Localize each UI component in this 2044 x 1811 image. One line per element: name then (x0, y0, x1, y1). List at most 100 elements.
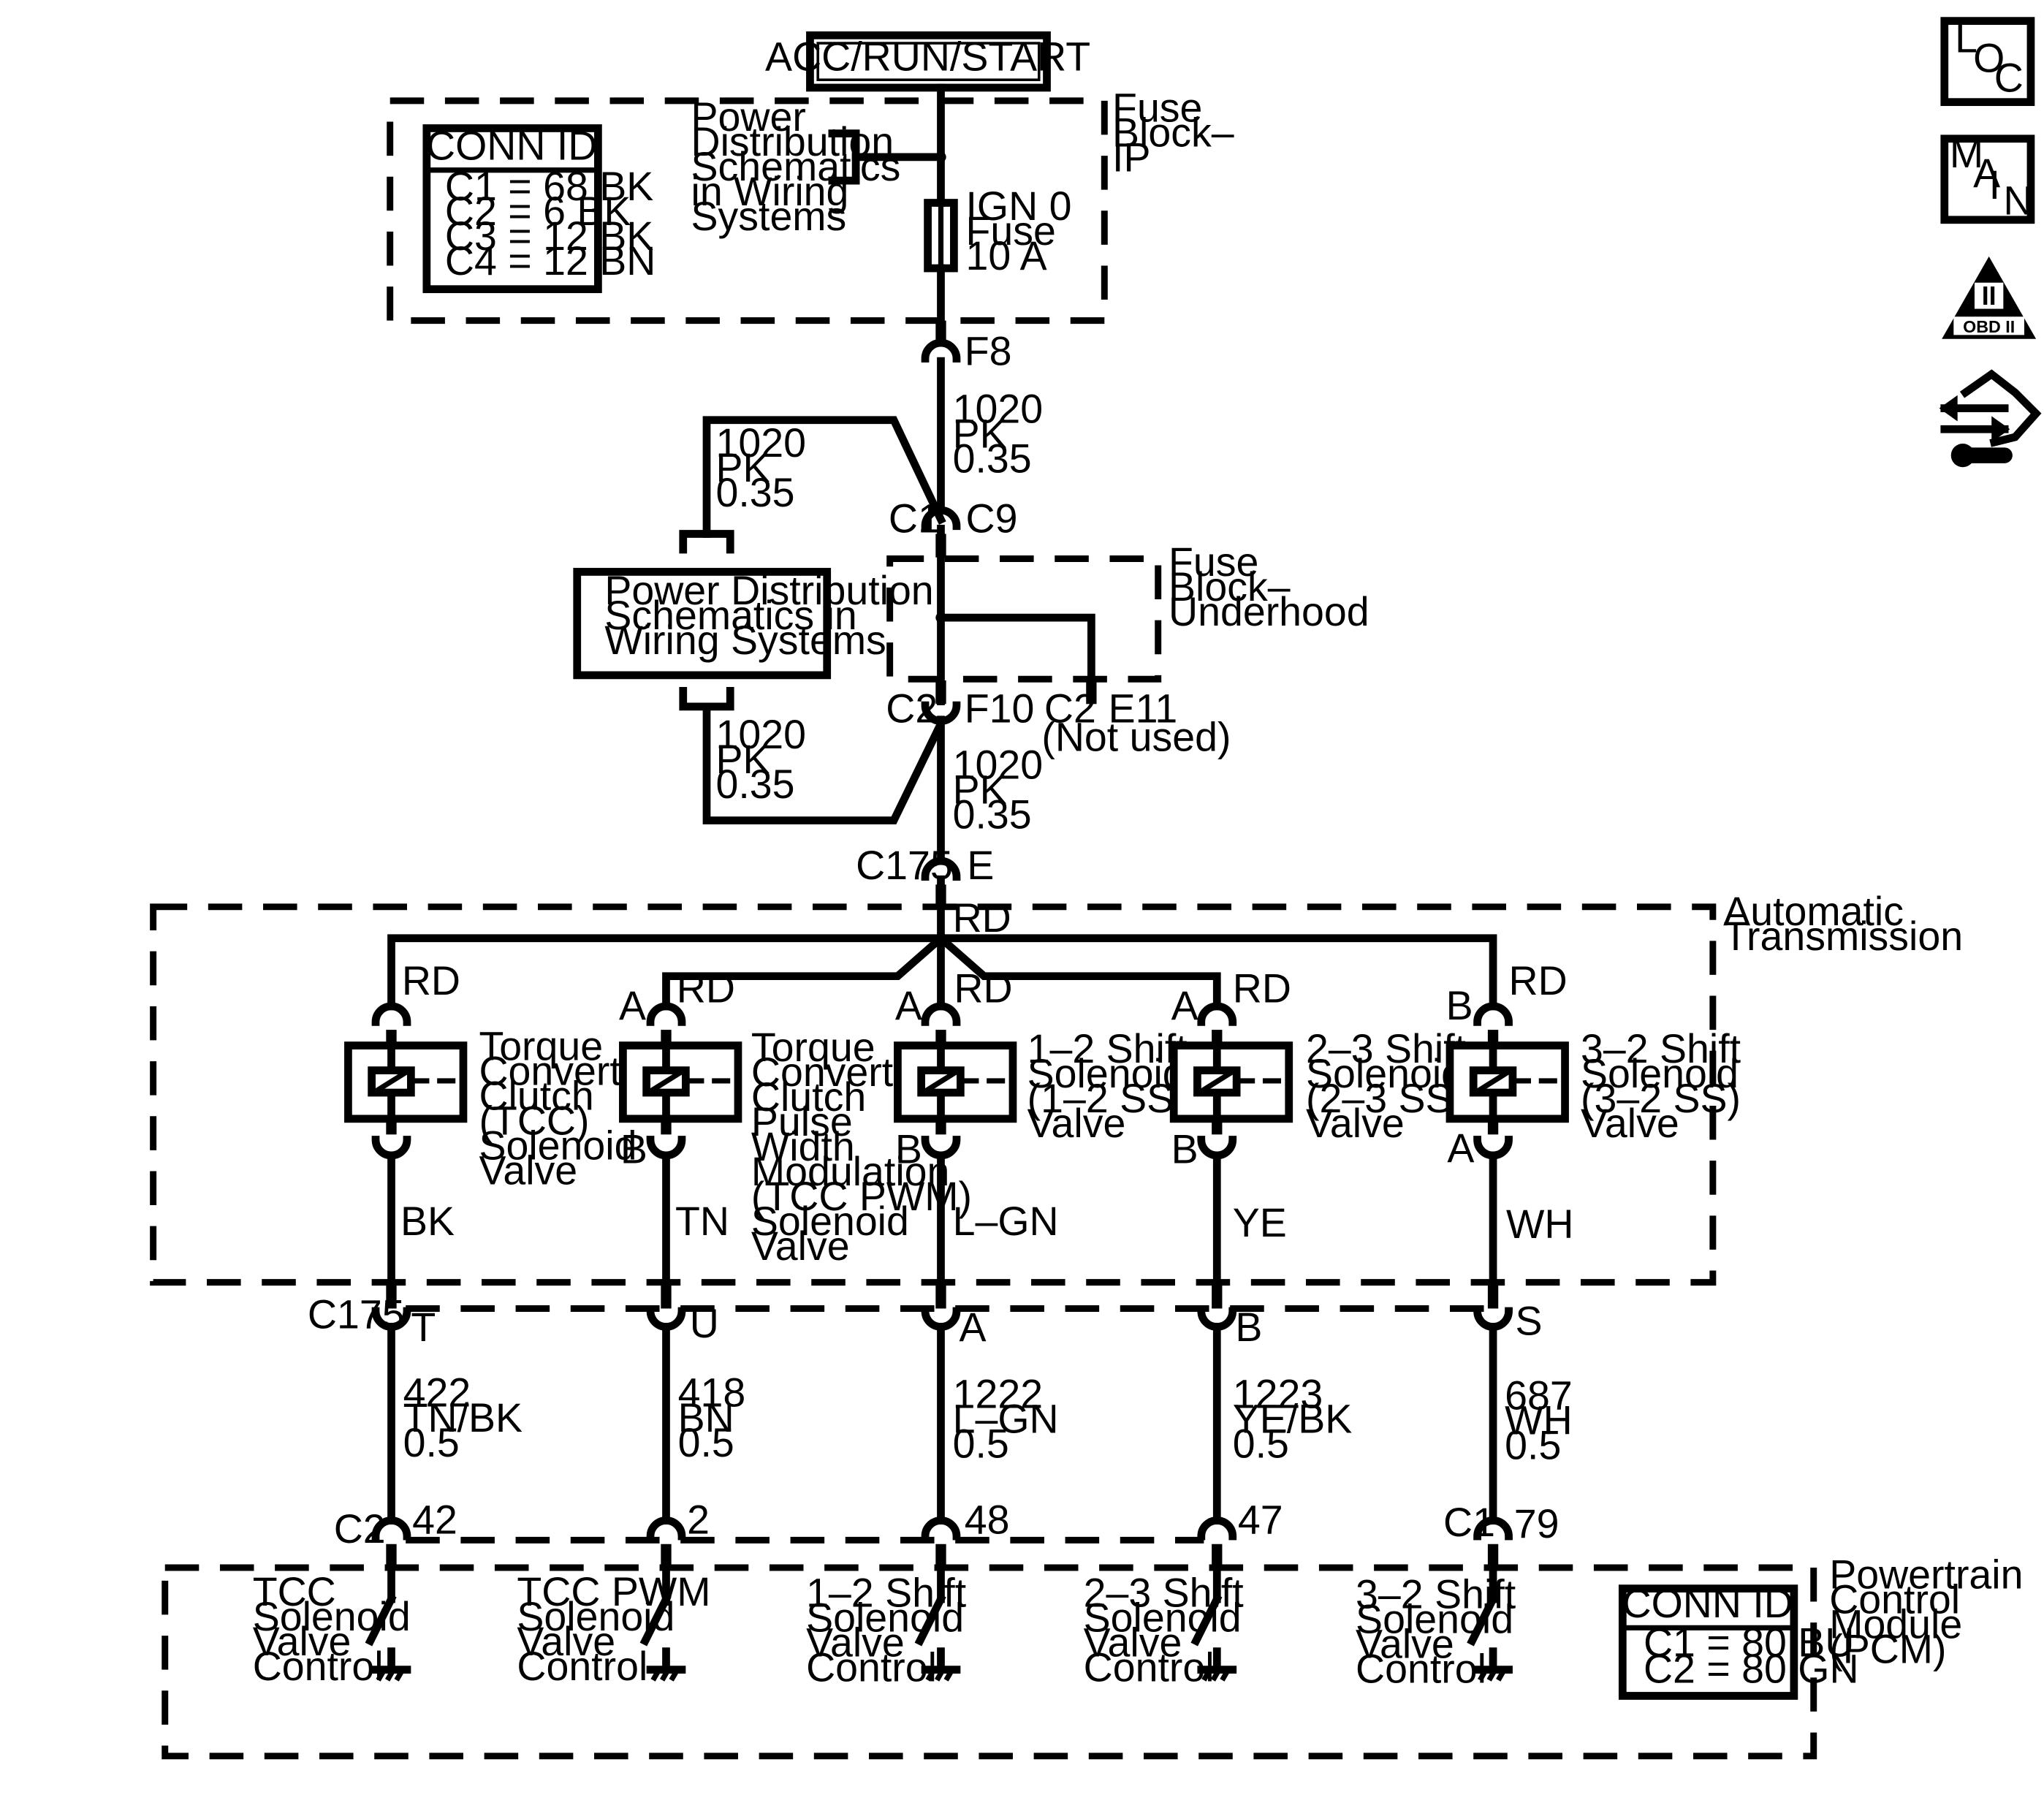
svg-text:C2: C2 (886, 686, 938, 731)
svg-text:CONN ID: CONN ID (1622, 1581, 1793, 1626)
svg-text:F8: F8 (965, 329, 1012, 374)
connector-f8: F8 (921, 320, 1012, 374)
svg-text:OBD II: OBD II (1963, 317, 2015, 336)
power-distribution-box-label: Power Distribution Schematics in Wiring … (604, 568, 945, 663)
svg-text:2: 2 (687, 1497, 710, 1542)
svg-text:RD: RD (1509, 958, 1568, 1003)
svg-text:WH: WH (1506, 1201, 1573, 1247)
svg-text:47: 47 (1238, 1497, 1283, 1542)
svg-text:A: A (619, 983, 646, 1028)
fuse-block-ip-label: Fuse Block– IP (1112, 86, 1245, 181)
svg-text:B: B (1235, 1305, 1262, 1350)
wire-loop-top-label: 1020 PK 0.35 (716, 420, 818, 515)
svg-text:BK: BK (400, 1199, 455, 1244)
wire-1020-lower-label: 1020 PK 0.35 (953, 742, 1055, 837)
solenoid-tcc-pwm: A RD B Torque Converter Clutch Pulse Wid… (619, 965, 972, 1305)
wire-loop-bottom-label: 1020 PK 0.35 (716, 712, 818, 807)
svg-text:C1: C1 (889, 496, 941, 542)
svg-text:C3 = 12 BK: C3 = 12 BK (445, 213, 653, 259)
svg-text:O: O (1973, 35, 2005, 80)
svg-text:42: 42 (412, 1497, 457, 1542)
svg-text:(Not used): (Not used) (1041, 715, 1231, 760)
obd-ii-icon[interactable]: II OBD II (1942, 256, 2037, 339)
svg-text:79: 79 (1514, 1501, 1559, 1546)
connector-c1-c9: C1 C9 (889, 496, 1018, 558)
svg-text:E11: E11 (1109, 686, 1178, 731)
connector-end-view-icon[interactable] (1939, 369, 2042, 468)
automatic-transmission-label: Automatic Transmission (1723, 889, 1963, 959)
solenoid-1-2-shift-name: 1–2 Shift Solenoid (1–2 SS) Valve (1027, 1026, 1199, 1146)
svg-text:M: M (1950, 131, 1983, 176)
svg-text:RD: RD (677, 965, 735, 1011)
solenoid-2-3-shift: A RD B 2–3 Shift Solenoid (2–3 SS) Valve… (1169, 965, 1478, 1305)
svg-text:C2: C2 (1044, 686, 1096, 731)
loc-icon[interactable]: L O C (1940, 16, 2035, 107)
svg-text:A: A (960, 1305, 987, 1350)
svg-text:C2 = 6 BK: C2 = 6 BK (445, 189, 631, 234)
svg-text:B: B (620, 1127, 647, 1172)
ign0-fuse (924, 199, 958, 273)
svg-text:L: L (1955, 16, 1977, 61)
svg-text:L–GN: L–GN (953, 1199, 1059, 1244)
solenoid-2-3-shift-name: 2–3 Shift Solenoid (2–3 SS) Valve (1306, 1026, 1478, 1146)
main-icon[interactable]: M A I N (1940, 131, 2035, 224)
svg-text:C4 = 12 BN: C4 = 12 BN (445, 238, 656, 284)
powertrain-control-module: Powertrain Control Module (PCM) CONN ID … (162, 1552, 2034, 1760)
svg-text:C9: C9 (966, 496, 1018, 542)
svg-text:E: E (967, 843, 994, 888)
svg-text:A: A (895, 983, 922, 1028)
solenoid-3-2-shift: B RD A 3–2 Shift Solenoid (3–2 SS) Valve… (1445, 958, 1752, 1305)
pcm-label: Powertrain Control Module (PCM) (1829, 1552, 2034, 1672)
power-distribution-loop: 1020 PK 0.35 1020 PK 0.35 Power Distribu… (573, 416, 946, 824)
svg-text:TN: TN (675, 1199, 729, 1244)
svg-text:48: 48 (965, 1497, 1010, 1542)
svg-text:N: N (2003, 178, 2032, 224)
wire-1020-upper-label: 1020 PK 0.35 (953, 386, 1055, 481)
svg-text:II: II (1982, 281, 1996, 311)
svg-text:B: B (1446, 983, 1473, 1028)
connector-c175-e: C175 E (856, 843, 994, 908)
source-label: ACC/RUN/START (765, 34, 1090, 80)
svg-text:B: B (1171, 1127, 1198, 1172)
fuse-block-ip-conn-id: CONN ID C1 = 68 BK C2 = 6 BK C3 = 12 BK … (422, 123, 656, 294)
svg-text:I: I (1989, 162, 2000, 208)
svg-text:B: B (895, 1127, 922, 1172)
svg-text:S: S (1516, 1298, 1543, 1343)
fuse-block-underhood-label: Fuse Block– Underhood (1169, 539, 1369, 634)
svg-text:F10: F10 (965, 686, 1035, 731)
svg-text:U: U (690, 1301, 719, 1346)
solenoid-3-2-shift-name: 3–2 Shift Solenoid (3–2 SS) Valve (1581, 1026, 1752, 1146)
fuse-block-underhood: Fuse Block– Underhood C2 F10 C2 E11 (Not… (886, 539, 1369, 760)
svg-text:C1 = 68 BK: C1 = 68 BK (445, 164, 653, 209)
svg-text:YE: YE (1233, 1200, 1287, 1245)
svg-text:T: T (411, 1305, 436, 1350)
pcm-conn-id: CONN ID C1 = 80 BU C2 = 80 GN (1618, 1581, 1859, 1700)
feed-color-label: RD (953, 895, 1011, 941)
svg-text:C: C (1994, 55, 2024, 100)
svg-text:RD: RD (1233, 965, 1291, 1011)
svg-text:RD: RD (402, 958, 460, 1003)
pcm-connector-pins: C2 42 2 48 47 C1 79 (334, 1497, 1559, 1568)
svg-text:A: A (1973, 151, 2000, 196)
svg-text:C2: C2 (334, 1506, 386, 1552)
acc-run-start-source: ACC/RUN/START (765, 31, 1090, 92)
svg-text:RD: RD (954, 965, 1012, 1011)
svg-text:C1 = 80 BU: C1 = 80 BU (1644, 1620, 1854, 1666)
power-distribution-ref-ip: Power Distribution Schematics in Wiring … (691, 94, 912, 239)
connector-c175-bottom: C175 T U A B S (308, 1285, 1543, 1350)
svg-text:A: A (1447, 1125, 1474, 1171)
